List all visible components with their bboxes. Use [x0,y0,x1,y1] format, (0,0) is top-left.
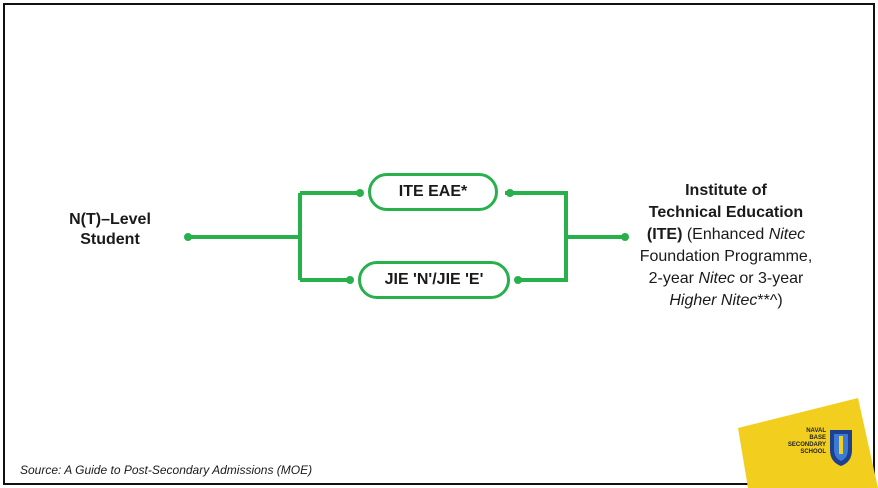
pathway-jie: JIE 'N'/JIE 'E' [358,261,510,299]
school-logo [738,398,878,488]
top-left-node [356,189,364,197]
ite-title-2: Technical Education [648,204,804,221]
student-line-2: Student [80,231,140,248]
slide-frame [3,3,875,485]
pathway-jie-label: JIE 'N'/JIE 'E' [384,271,484,288]
ite-description: Institute of Technical Education (ITE) (… [612,180,840,312]
source-caption: Source: A Guide to Post-Secondary Admiss… [20,463,313,477]
ite-nitec-1: Nitec [768,226,806,243]
pathway-ite-eae: ITE EAE* [368,173,498,211]
logo-line-3: SECONDARY [787,442,826,448]
ite-line-3: (ITE) (Enhanced Nitec [612,224,840,246]
ite-line-5: 2-year Nitec or 3-year [612,268,840,290]
right-top-connector [505,191,568,282]
logo-line-4: SCHOOL [800,449,826,455]
logo-line-2: BASE [809,435,826,441]
bottom-right-node [514,276,522,284]
ite-title-1: Institute of [685,182,767,199]
school-logo-text: NAVAL BASE SECONDARY SCHOOL [756,428,826,456]
top-right-node [506,189,514,197]
ite-node [621,233,629,241]
student-label: N(T)–Level Student [40,210,180,250]
ite-text-5: **^) [757,292,783,309]
crest-icon [830,430,852,466]
ite-text-1: (Enhanced [682,226,769,243]
ite-line-4: Foundation Programme, [639,248,813,265]
ite-nitec-2: Nitec [698,270,735,287]
ite-higher-nitec: Higher Nitec [669,292,758,309]
ite-text-4: or 3-year [734,270,804,287]
ite-abbr: (ITE) [646,226,683,243]
student-node [184,233,192,241]
ite-line-6: Higher Nitec**^) [612,290,840,312]
ite-text-3: 2-year [648,270,699,287]
bottom-left-node [346,276,354,284]
pathway-ite-eae-label: ITE EAE* [398,183,468,200]
student-line-1: N(T)–Level [69,211,151,228]
logo-line-1: NAVAL [806,428,826,434]
logo-background [738,398,878,488]
